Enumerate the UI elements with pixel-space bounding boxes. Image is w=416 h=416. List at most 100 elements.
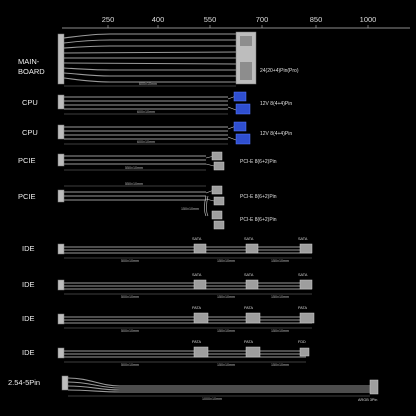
psu-plug — [57, 347, 65, 359]
pata-connector — [299, 312, 315, 324]
connector-label: SATA — [298, 273, 308, 277]
wire-bundle — [63, 33, 237, 83]
row-label: CPU — [22, 98, 38, 107]
axis-tick: 700 — [256, 15, 269, 24]
connector-label: PATA — [192, 306, 202, 310]
ide-cable-row-3: IDE PATA PATA PATA 500±10mm 150±10mm 150… — [22, 306, 315, 333]
pin-label: 12V 8(4+4)Pin — [260, 131, 292, 137]
row-label: CPU — [22, 128, 38, 137]
length-label: 150±10mm — [181, 207, 199, 211]
fdd-connector — [299, 347, 310, 357]
row-label: IDE — [22, 314, 35, 323]
psu-plug — [57, 279, 65, 291]
length-label: 150±10mm — [217, 295, 235, 299]
row-label: IDE — [22, 280, 35, 289]
pcie-2pin-connector — [213, 220, 225, 230]
cpu-4pin-connector — [235, 133, 251, 145]
cpu-4pin-connector — [233, 121, 247, 132]
connector-label: PATA — [244, 306, 254, 310]
row-label: 2.54-5Pin — [8, 378, 40, 387]
length-label: 550±10mm — [125, 166, 143, 170]
row-label: BOARD — [18, 67, 45, 76]
connector-label: FDD — [298, 340, 306, 344]
length-label: 150±10mm — [217, 259, 235, 263]
sata-connector — [245, 243, 259, 254]
sata-connector — [245, 279, 259, 290]
pata-connector — [245, 312, 261, 324]
pcie-cable-row-2: PCIE 550±10mm PCI-E 8(6+2)Pin 150±10mm P… — [18, 182, 277, 230]
psu-plug — [57, 313, 65, 325]
cpu-cable-row-1: CPU 600±10mm 12V 8(4+4)Pin — [22, 91, 292, 115]
row-label: IDE — [22, 244, 35, 253]
cpu-cable-row-2: CPU 600±10mm 12V 8(4+4)Pin — [22, 121, 292, 145]
psu-plug — [57, 243, 65, 255]
pcie-6pin-connector — [211, 210, 223, 220]
argb-cable-row: 2.54-5Pin 1000±10mm ARGB 3Pin — [8, 375, 379, 402]
sata-connector — [299, 243, 313, 254]
row-label: IDE — [22, 348, 35, 357]
connector-label: ARGB 3Pin — [358, 398, 377, 402]
pata-connector — [245, 346, 261, 358]
connector-label: SATA — [244, 273, 254, 277]
sata-connector — [193, 243, 207, 254]
psu-plug — [57, 94, 65, 110]
cpu-4pin-connector — [233, 91, 247, 102]
length-label: 500±10mm — [121, 363, 139, 367]
connector-label: PATA — [192, 340, 202, 344]
pcie-cable-row-1: PCIE 550±10mm PCI-E 8(6+2)Pin — [18, 151, 277, 171]
psu-plug — [57, 189, 65, 203]
length-label: 600±10mm — [137, 140, 155, 144]
psu-plug — [57, 124, 65, 140]
pin-label: PCI-E 8(6+2)Pin — [240, 194, 277, 200]
connector-label: SATA — [298, 237, 308, 241]
axis-tick: 1000 — [360, 15, 377, 24]
pin-label: 12V 8(4+4)Pin — [260, 101, 292, 107]
length-label: 150±10mm — [271, 295, 289, 299]
connector-label: SATA — [192, 237, 202, 241]
sata-connector — [299, 279, 313, 290]
pata-connector — [193, 312, 209, 324]
length-axis: 250 400 550 700 850 1000 — [62, 15, 410, 29]
psu-plug — [61, 375, 69, 391]
axis-tick: 550 — [204, 15, 217, 24]
connector-label: SATA — [244, 237, 254, 241]
length-label: 600±10mm — [137, 110, 155, 114]
connector-label: PATA — [298, 306, 308, 310]
mainboard-cable-row: MAIN- BOARD 600±10mm 24(20+4)Pin(Pro) — [18, 31, 299, 87]
length-label: 150±10mm — [217, 329, 235, 333]
ide-cable-row-1: IDE SATA SATA SATA 500±10mm 150±10mm 150… — [22, 237, 313, 263]
psu-plug — [57, 33, 65, 85]
pcie-6pin-connector — [211, 151, 223, 161]
axis-tick: 400 — [152, 15, 165, 24]
pin-label: PCI-E 8(6+2)Pin — [240, 159, 277, 165]
row-label: PCIE — [18, 156, 36, 165]
length-label: 150±10mm — [271, 259, 289, 263]
length-label: 550±10mm — [125, 182, 143, 186]
psu-plug — [57, 153, 65, 167]
pata-connector — [193, 346, 209, 358]
length-label: 500±10mm — [121, 259, 139, 263]
length-label: 500±10mm — [121, 295, 139, 299]
pcie-2pin-connector — [213, 161, 225, 171]
argb-3pin-connector — [369, 379, 379, 395]
length-label: 600±10mm — [139, 82, 157, 86]
sata-connector — [193, 279, 207, 290]
ide-cable-row-4: IDE PATA PATA FDD 500±10mm 150±10mm 150±… — [22, 340, 310, 367]
cpu-4pin-connector — [235, 103, 251, 115]
length-label: 500±10mm — [121, 329, 139, 333]
pin-label: 24(20+4)Pin(Pro) — [260, 68, 299, 74]
pcie-6pin-connector — [211, 185, 223, 195]
row-label: PCIE — [18, 192, 36, 201]
connector-label: PATA — [244, 340, 254, 344]
ide-cable-row-2: IDE SATA SATA SATA 500±10mm 150±10mm 150… — [22, 273, 313, 299]
pin-label: PCI-E 8(6+2)Pin — [240, 217, 277, 223]
axis-tick: 850 — [310, 15, 323, 24]
pcie-2pin-connector — [213, 196, 225, 206]
length-label: 1000±10mm — [202, 397, 222, 401]
axis-tick: 250 — [102, 15, 115, 24]
length-label: 150±10mm — [271, 329, 289, 333]
length-label: 150±10mm — [217, 363, 235, 367]
connector-label: SATA — [192, 273, 202, 277]
length-label: 150±10mm — [271, 363, 289, 367]
